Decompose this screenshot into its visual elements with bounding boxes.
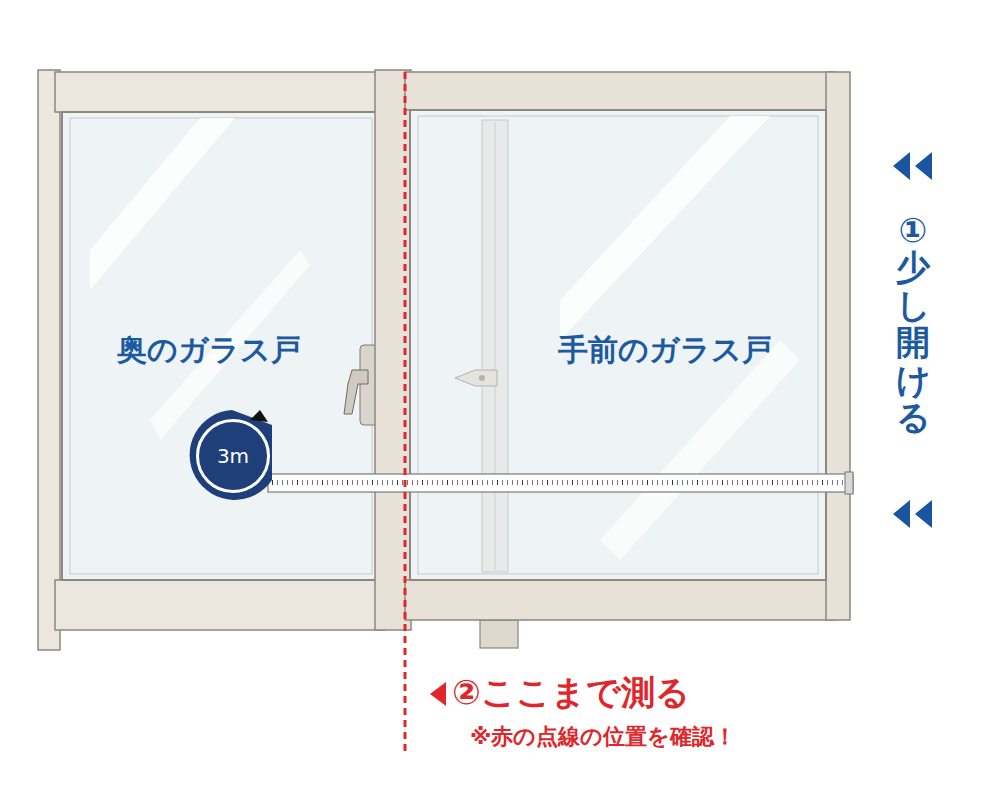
node-text: 奥のガラス戸 <box>117 330 301 371</box>
glass-pane: 手前のガラス戸 <box>512 300 818 400</box>
node-text: 3m <box>217 444 249 468</box>
note-label: ※赤の点線の位置を確認！ <box>470 722 736 752</box>
tape-measure-case: 3m <box>196 419 270 493</box>
glass-pane: 奥のガラス戸 <box>66 300 352 400</box>
node-text: 手前のガラス戸 <box>558 330 772 371</box>
step-label: ②ここまで測る <box>452 670 690 716</box>
step-vertical-label: ①少し開ける <box>896 212 930 436</box>
